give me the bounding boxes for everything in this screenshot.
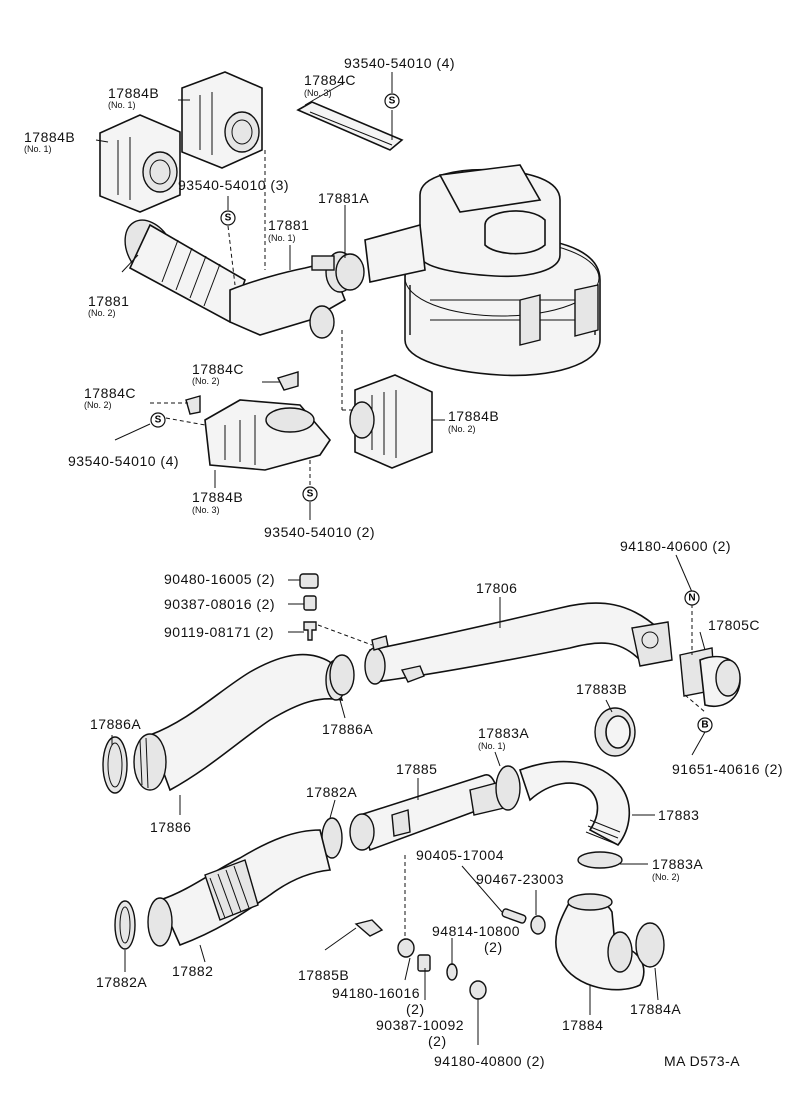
label-17883a-no2-sub: (No. 2) [652,872,680,882]
svg-text:S: S [225,213,232,224]
label-17884b-no1-upper-sub: (No. 1) [108,100,136,110]
elbow-17805c [679,647,741,707]
label-93540-54010-2: 93540-54010 (2) [264,524,375,540]
label-17886a-right: 17886A [322,721,373,737]
label-17806: 17806 [476,580,517,596]
bracket-17884c-no2 [185,371,299,415]
label-93540-54010-3: 93540-54010 (3) [178,177,289,193]
label-17884a: 17884A [630,1001,681,1017]
label-17885: 17885 [396,761,437,777]
clamp-17886a-left [102,736,128,794]
label-17881-no2-sub: (No. 2) [88,308,116,318]
svg-text:N: N [688,593,695,604]
svg-text:B: B [701,720,708,731]
screw-symbol-top-right: S [384,93,400,109]
label-17882a-upper: 17882A [306,784,357,800]
nut-symbol: N [684,590,700,606]
air-cleaner-assembly [364,164,601,377]
bolt-symbol: B [697,717,713,733]
hardware-lower [354,908,546,1000]
label-17884c-no3: 17884C [304,72,356,88]
label-94814-10800: 94814-10800 [432,923,520,939]
label-17805c: 17805C [708,617,760,633]
label-17884b-no2: 17884B [448,408,499,424]
hose-17883 [518,760,631,847]
label-17884b-no3: 17884B [192,489,243,505]
clamp-17886a-right [329,654,355,696]
label-17884b-no3-sub: (No. 3) [192,505,220,515]
seal-ring-17883b [594,707,636,757]
label-90467-23003: 90467-23003 [476,871,564,887]
clamp-17884a [635,922,665,968]
insulator-block-17884b-no1-upper [181,71,263,169]
label-17883: 17883 [658,807,699,823]
intake-pipe-17885 [349,774,505,852]
svg-text:S: S [307,489,314,500]
intake-duct-17881 [124,219,355,339]
label-93540-54010-4-left: 93540-54010 (4) [68,453,179,469]
svg-text:S: S [155,415,162,426]
label-90387-10092-qty: (2) [428,1033,447,1049]
label-17881-no1-sub: (No. 1) [268,233,296,243]
label-17884b-no1-lower: 17884B [24,129,75,145]
label-17886: 17886 [150,819,191,835]
label-17881a: 17881A [318,190,369,206]
label-90405-17004: 90405-17004 [416,847,504,863]
label-17885b: 17885B [298,967,349,983]
part-labels: 17884B (No. 1) 17884B (No. 1) 17884C (No… [24,55,783,1069]
label-94180-16016-qty: (2) [406,1001,425,1017]
clamp-17883a-no1 [495,765,521,811]
label-17884c-no3-sub: (No. 3) [304,88,332,98]
hose-17886 [133,653,347,792]
insulator-block-17884b-no2 [349,374,433,469]
label-17884: 17884 [562,1017,603,1033]
clamp-17881a [335,253,365,291]
reference-code: MA D573-A [664,1053,740,1069]
label-94180-40600: 94180-40600 (2) [620,538,731,554]
screw-symbol-top-left: S [220,210,236,226]
label-91651-40616: 91651-40616 (2) [672,761,783,777]
label-17884b-no1-lower-sub: (No. 1) [24,144,52,154]
clamp-17882a-lower [114,900,136,950]
label-90480-16005: 90480-16005 (2) [164,571,275,587]
label-17883a-no1: 17883A [478,725,529,741]
insulator-block-17884b-no1-lower [99,114,181,213]
label-17884c-no2-left-sub: (No. 2) [84,400,112,410]
label-90119-08171: 90119-08171 (2) [164,624,274,640]
hardware-stack [299,573,319,641]
insulator-block-17884b-no3 [204,399,332,471]
label-93540-54010-4-top: 93540-54010 (4) [344,55,455,71]
label-17884c-no2-right: 17884C [192,361,244,377]
label-17883a-no2: 17883A [652,856,703,872]
label-94814-10800-qty: (2) [484,939,503,955]
label-17883b: 17883B [576,681,627,697]
label-17884b-no2-sub: (No. 2) [448,424,476,434]
label-17882a-lower: 17882A [96,974,147,990]
label-17884c-no2-left: 17884C [84,385,136,401]
svg-text:S: S [389,96,396,107]
leader-lines-lower [111,554,706,1045]
elbow-17884 [555,893,645,991]
intake-pipe-17806 [364,602,673,685]
label-90387-08016: 90387-08016 (2) [164,596,275,612]
label-17881-no2: 17881 [88,293,129,309]
screw-symbol-mid-left: S [150,412,166,428]
label-17884c-no2-right-sub: (No. 2) [192,376,220,386]
hose-17882 [147,829,332,947]
clamp-17883a-no2 [577,851,623,869]
label-94180-16016: 94180-16016 [332,985,420,1001]
screw-symbol-mid-bottom: S [302,486,318,502]
label-17886a-left: 17886A [90,716,141,732]
label-17883a-no1-sub: (No. 1) [478,741,506,751]
label-17884b-no1-upper: 17884B [108,85,159,101]
label-17882: 17882 [172,963,213,979]
bracket-17884c-no3 [296,101,404,151]
leader-lines-top [95,72,445,520]
label-17881-no1: 17881 [268,217,309,233]
label-90387-10092: 90387-10092 [376,1017,464,1033]
label-94180-40800: 94180-40800 (2) [434,1053,545,1069]
